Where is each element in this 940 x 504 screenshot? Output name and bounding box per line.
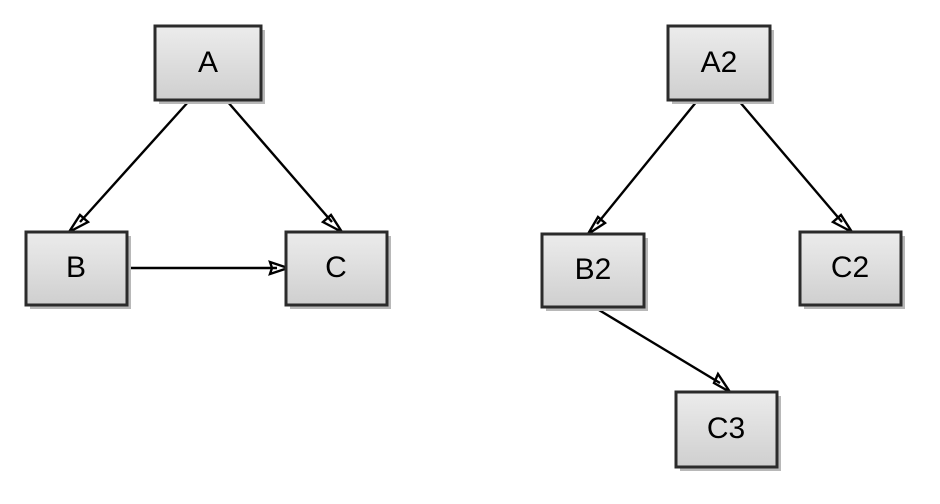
edge-a-to-c[interactable]: [226, 100, 346, 236]
edge-b2-to-c3[interactable]: [593, 305, 731, 394]
node-c3[interactable]: C3: [674, 390, 781, 471]
graph-right: A2 B2 C2 C3: [540, 24, 905, 471]
node-a2[interactable]: A2: [666, 24, 774, 104]
node-b[interactable]: B: [24, 230, 131, 309]
edge-a-to-b[interactable]: [65, 100, 190, 236]
edge-b-to-c[interactable]: [128, 260, 292, 276]
node-a[interactable]: A: [153, 24, 265, 104]
edge-a2-to-b2[interactable]: [586, 100, 698, 236]
node-c2[interactable]: C2: [798, 230, 905, 309]
edge-a2-to-c2[interactable]: [738, 100, 856, 236]
graph-left: A B C: [24, 24, 391, 309]
node-c[interactable]: C: [284, 230, 391, 309]
node-b2[interactable]: B2: [540, 232, 648, 311]
